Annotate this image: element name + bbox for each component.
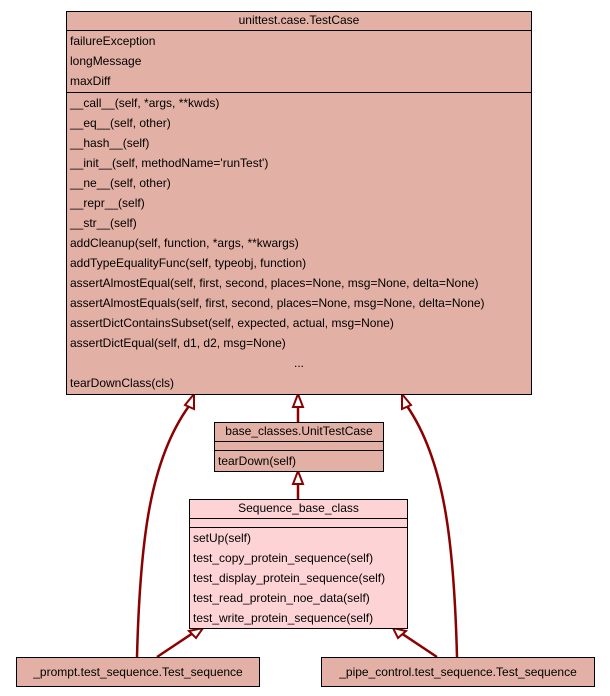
class-title: _pipe_control.test_sequence.Test_sequenc… bbox=[339, 665, 577, 679]
method: test_display_protein_sequence(self) bbox=[193, 571, 386, 585]
class-sequence-base[interactable]: Sequence_base_class setUp(self) test_cop… bbox=[189, 499, 408, 629]
method: test_write_protein_sequence(self) bbox=[193, 611, 374, 625]
edge-prompt-to-testcase bbox=[135, 405, 191, 658]
methods-section: __call__(self, *args, **kwds) __eq__(sel… bbox=[67, 93, 531, 393]
method: __eq__(self, other) bbox=[70, 116, 171, 130]
class-prompt-test-sequence[interactable]: _prompt.test_sequence.Test_sequence bbox=[16, 657, 260, 687]
arrowhead bbox=[183, 391, 195, 411]
arrowhead bbox=[291, 468, 305, 485]
attribute: longMessage bbox=[70, 54, 142, 68]
method: assertAlmostEquals(self, first, second, … bbox=[70, 296, 485, 310]
attribute: failureException bbox=[70, 34, 156, 48]
edge-pipe-to-sequence bbox=[400, 631, 438, 659]
method: __call__(self, *args, **kwds) bbox=[70, 96, 220, 110]
arrowhead bbox=[391, 626, 409, 640]
class-title: _prompt.test_sequence.Test_sequence bbox=[33, 665, 243, 679]
method: addCleanup(self, function, *args, **kwar… bbox=[70, 236, 299, 250]
method: tearDown(self) bbox=[218, 454, 297, 468]
attribute: maxDiff bbox=[70, 74, 111, 88]
class-pipe-test-sequence[interactable]: _pipe_control.test_sequence.Test_sequenc… bbox=[321, 657, 595, 687]
method: test_read_protein_noe_data(self) bbox=[193, 591, 370, 605]
class-unittestcase[interactable]: base_classes.UnitTestCase tearDown(self) bbox=[214, 422, 384, 472]
class-title: unittest.case.TestCase bbox=[67, 12, 531, 31]
attributes-section bbox=[215, 442, 383, 451]
method: setUp(self) bbox=[193, 531, 252, 545]
ellipsis: ... bbox=[293, 356, 304, 370]
method: assertDictContainsSubset(self, expected,… bbox=[70, 316, 394, 330]
class-testcase[interactable]: unittest.case.TestCase failureException … bbox=[66, 11, 532, 395]
edge-prompt-to-sequence bbox=[156, 631, 194, 659]
arrowhead bbox=[186, 626, 206, 640]
edge-pipe-to-testcase bbox=[405, 405, 459, 658]
method: __repr__(self) bbox=[70, 196, 145, 210]
method: addTypeEqualityFunc(self, typeobj, funct… bbox=[70, 256, 307, 270]
method: __init__(self, methodName='runTest') bbox=[70, 156, 269, 170]
arrowhead bbox=[401, 391, 413, 411]
method: assertDictEqual(self, d1, d2, msg=None) bbox=[70, 336, 286, 350]
attributes-section bbox=[190, 519, 407, 528]
class-title: base_classes.UnitTestCase bbox=[215, 423, 383, 442]
method: tearDownClass(cls) bbox=[70, 376, 175, 390]
class-title: Sequence_base_class bbox=[190, 500, 407, 519]
methods-section: setUp(self) test_copy_protein_sequence(s… bbox=[190, 528, 407, 628]
arrowhead bbox=[291, 391, 305, 408]
attributes-section: failureException longMessage maxDiff bbox=[67, 31, 531, 93]
method: __ne__(self, other) bbox=[70, 176, 171, 190]
method: assertAlmostEqual(self, first, second, p… bbox=[70, 276, 479, 290]
methods-section: tearDown(self) bbox=[215, 451, 383, 471]
method: __hash__(self) bbox=[70, 136, 150, 150]
method: test_copy_protein_sequence(self) bbox=[193, 551, 374, 565]
method: __str__(self) bbox=[70, 216, 137, 230]
